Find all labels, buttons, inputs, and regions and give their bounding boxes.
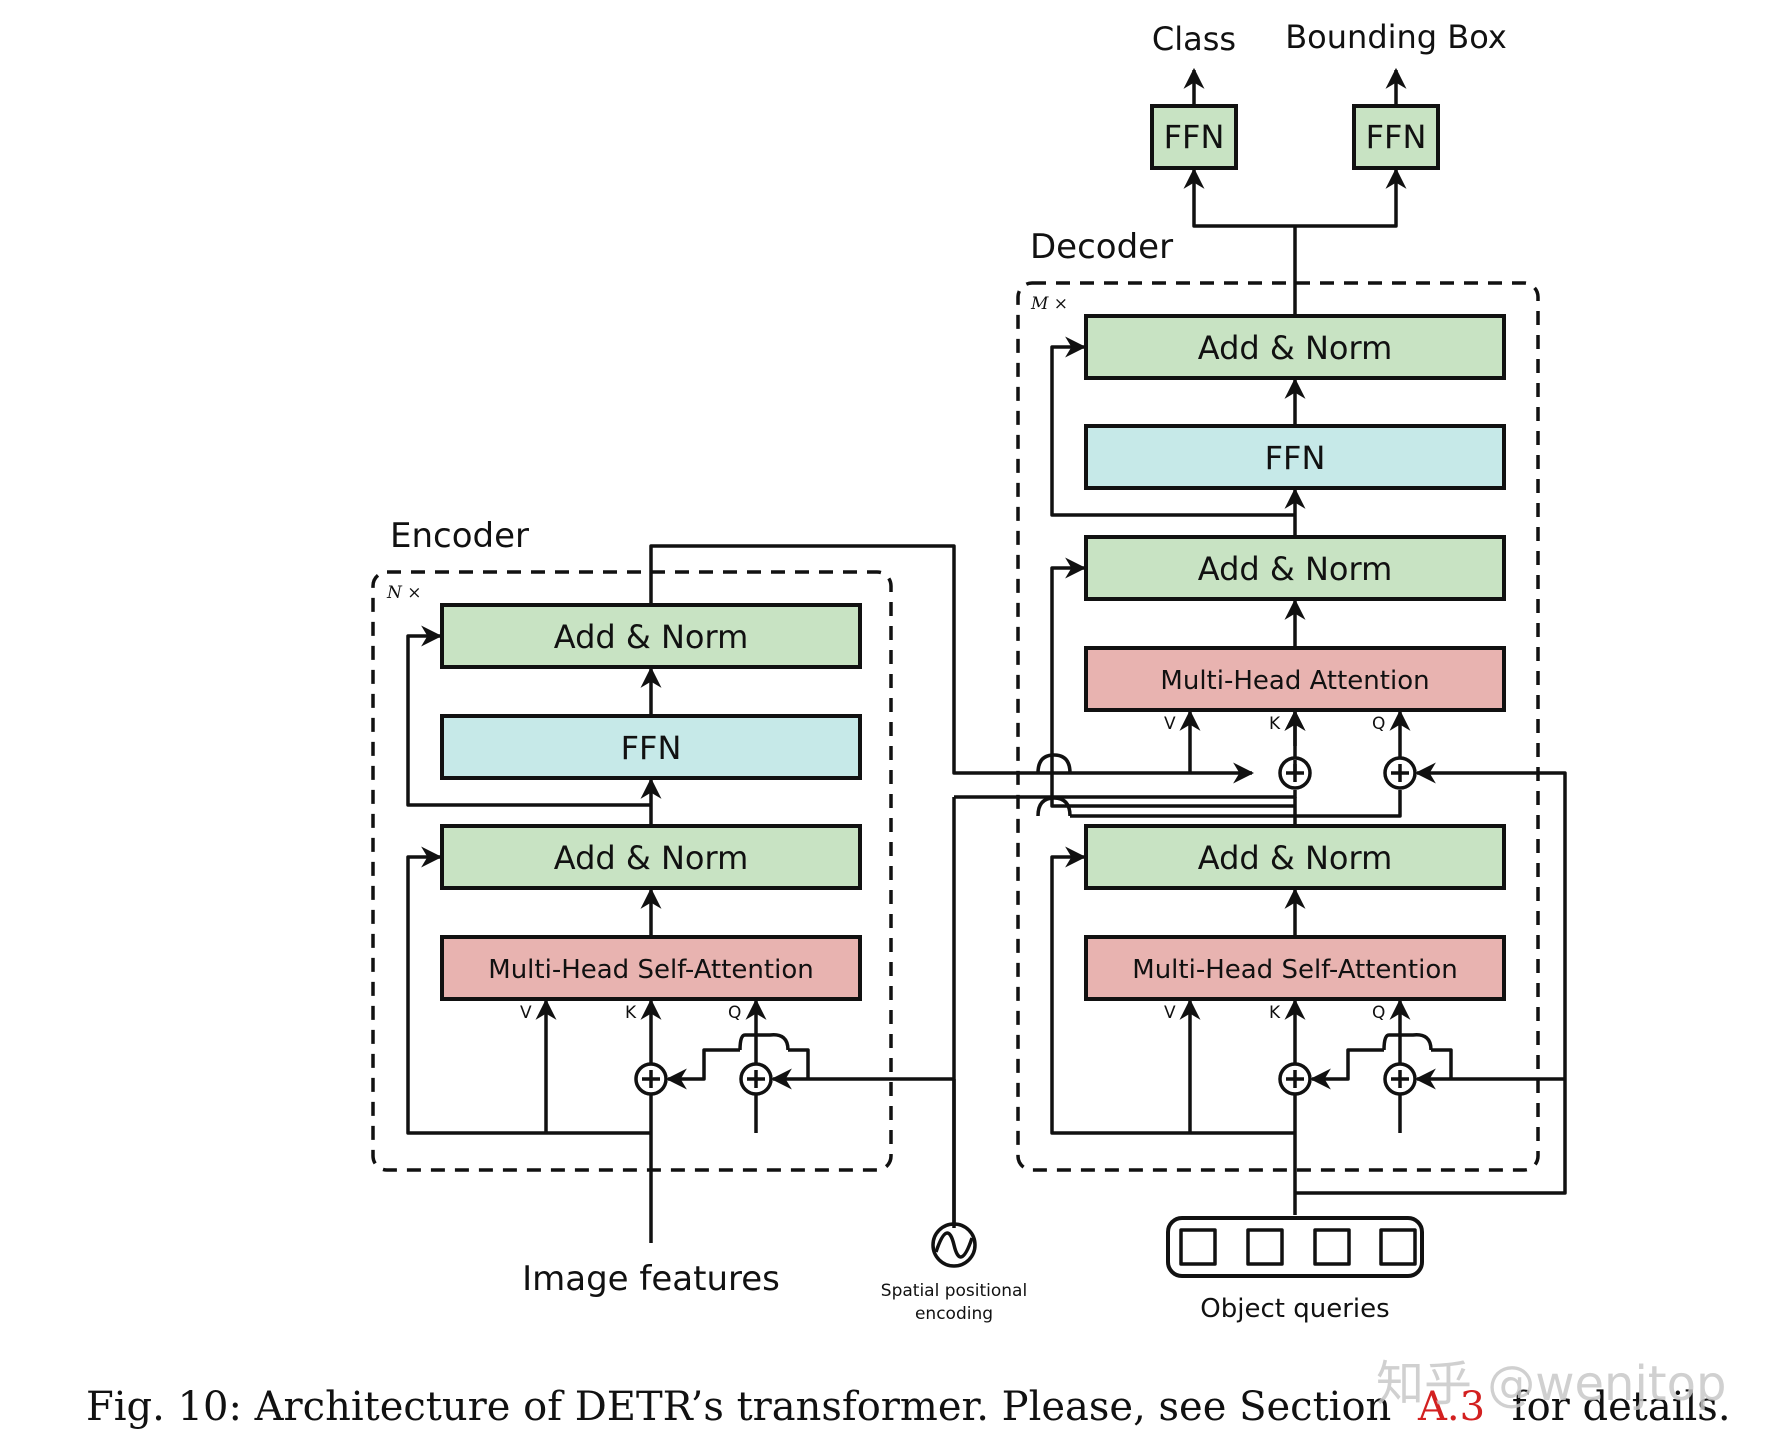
decoder-add-norm-top-label: Add & Norm [1198,329,1393,367]
caption-text: Fig. 10: Architecture of DETR’s transfor… [86,1384,1391,1430]
ffn-class-head [1150,104,1238,170]
decoder-add-norm-mid-label: Add & Norm [1198,550,1393,588]
encoder-self-attention-label: Multi-Head Self-Attention [488,955,813,985]
class-output-label: Class [1152,20,1236,58]
encoder-add-norm-top-label: Add & Norm [554,618,749,656]
watermark: 知乎 @wenjtop [1376,1356,1726,1412]
encoder-dashed-frame [371,570,893,1172]
decoder-ffn-label: FFN [1265,439,1326,477]
pos-encoding-label-1: Spatial positional [881,1281,1027,1301]
decoder-dashed-frame [1016,281,1540,1172]
encoder-q-label: Q [728,1003,741,1023]
decoder-add-norm-top [1084,314,1506,380]
encoder-residual-1 [406,846,651,1135]
positional-encoding: Spatial positional encoding [881,797,1027,1324]
figure-caption: Fig. 10: Architecture of DETR’s transfor… [86,1384,1731,1430]
pos-encoding-label-2: encoding [915,1304,993,1324]
ffn-box-head [1352,104,1440,170]
query-slot-3 [1313,1228,1351,1266]
encoder-title: Encoder [390,516,529,556]
decoder-title: Decoder [1030,227,1173,267]
query-slot-4 [1379,1228,1417,1266]
decoder-repeat-label: M × [1030,294,1068,314]
decoder-cross-q-label: Q [1372,714,1385,734]
object-queries-label: Object queries [1200,1294,1389,1324]
decoder-cross-v-label: V [1164,714,1176,734]
image-features-label: Image features [522,1259,780,1299]
decoder-add-norm-bottom-label: Add & Norm [1198,839,1393,877]
query-pos-to-cross-q [1295,762,1567,1195]
prediction-heads: FFN FFN Class Bounding Box [1150,18,1507,228]
encoder-v-label: V [520,1003,532,1023]
encoder-repeat-label: N × [386,583,422,603]
object-queries-box [1166,1216,1424,1278]
query-slot-2 [1246,1228,1284,1266]
encoder-ffn-label: FFN [621,729,682,767]
posenc-to-cross-k [954,790,1297,799]
decoder-residual-2 [1050,557,1295,808]
encoder-residual-2 [406,625,651,807]
decoder-residual-1 [1050,846,1295,1135]
decoder-cross-attention-block [1084,646,1506,712]
decoder: Decoder M × Add & Norm FFN Add & Norm Mu… [954,226,1567,1215]
encoder-posenc-to-k [665,1048,740,1090]
caption-text-after: for details. [1512,1384,1731,1430]
decoder-self-attention-block [1084,935,1506,1001]
decoder-ffn-block [1084,424,1506,490]
bounding-box-output-label: Bounding Box [1285,18,1507,56]
ffn-class-label: FFN [1164,118,1225,156]
decoder-self-q-label: Q [1372,1003,1385,1023]
decoder-add-norm-mid [1084,535,1506,601]
encoder-self-attention-block [440,935,862,1001]
decoder-cross-k-label: K [1269,714,1281,734]
decoder-self-k-label: K [1269,1003,1281,1023]
encoder-k-label: K [625,1003,637,1023]
caption-section-link[interactable]: A.3 [1417,1384,1485,1430]
query-slot-1 [1179,1228,1217,1266]
decoder-residual-3 [1050,336,1295,517]
decoder-self-v-label: V [1164,1003,1176,1023]
decoder-cross-attention-label: Multi-Head Attention [1160,666,1429,696]
object-queries: Object queries [1166,1216,1424,1324]
encoder-add-norm-bottom-label: Add & Norm [554,839,749,877]
decoder-self-attention-label: Multi-Head Self-Attention [1132,955,1457,985]
encoder: Encoder N × Add & Norm FFN Add & Norm Mu… [371,516,1255,1243]
ffn-box-label: FFN [1366,118,1427,156]
